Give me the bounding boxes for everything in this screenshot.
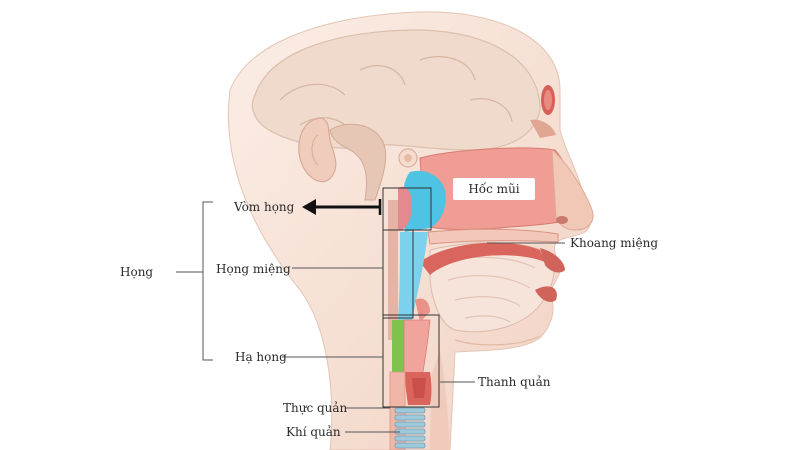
leader-lines — [282, 242, 565, 433]
oropharynx-box — [382, 229, 414, 319]
lips — [540, 248, 565, 273]
nasopharynx-arrow — [302, 199, 382, 215]
label-pharynx: Họng — [120, 265, 154, 279]
nose — [551, 148, 594, 231]
hypopharynx-region — [392, 320, 404, 372]
pharynx-bracket — [176, 201, 213, 361]
label-hypopharynx: Hạ họng — [235, 350, 287, 364]
nasopharynx-region — [402, 170, 446, 232]
label-oropharynx: Họng miệng — [216, 262, 291, 276]
ear — [298, 117, 337, 183]
hypopharynx-box — [382, 314, 440, 408]
label-nasal-cavity: Hốc mũi — [453, 178, 535, 200]
label-esophagus: Thực quản — [283, 401, 348, 415]
label-oral-cavity: Khoang miệng — [570, 236, 659, 250]
hard-palate — [427, 228, 559, 245]
brainstem — [329, 123, 387, 201]
label-nasopharynx: Vòm họng — [234, 200, 295, 214]
trachea-rings — [394, 407, 426, 449]
label-larynx: Thanh quản — [478, 375, 551, 389]
label-trachea: Khí quản — [286, 425, 341, 439]
